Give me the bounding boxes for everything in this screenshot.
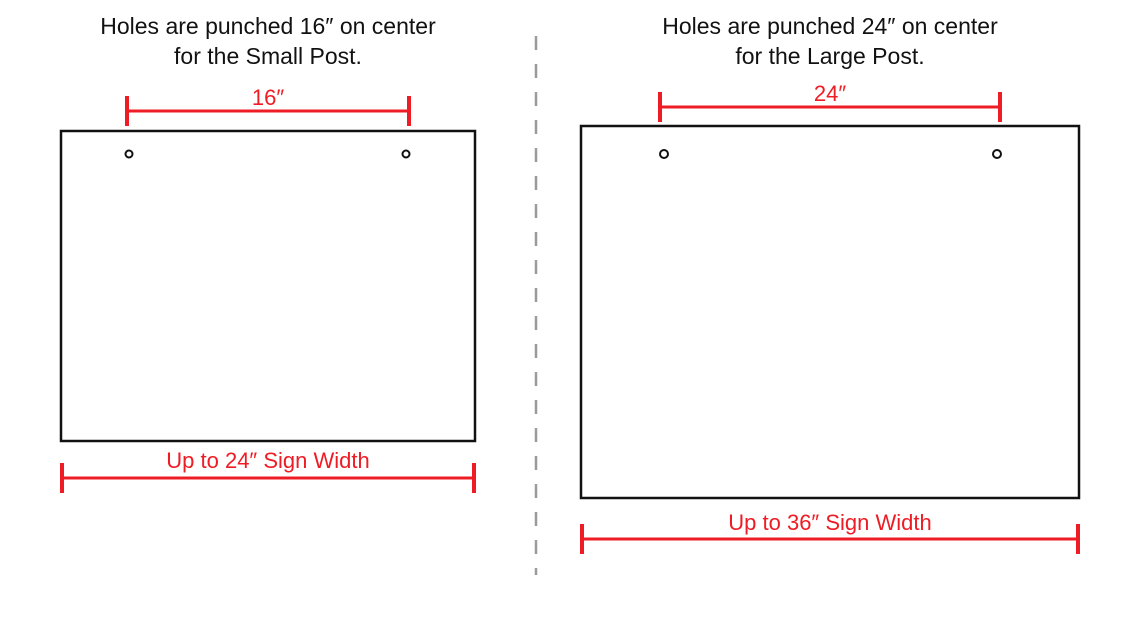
small-post-caption: Holes are punched 16″ on center for the … bbox=[58, 11, 478, 71]
small-hole-spacing-label: 16″ bbox=[252, 85, 284, 110]
small-post-caption-line1: Holes are punched 16″ on center bbox=[100, 13, 436, 39]
large-width-label: Up to 36″ Sign Width bbox=[728, 510, 931, 535]
small-hole-spacing-dimension: 16″ bbox=[125, 85, 411, 126]
large-sign-left-hole bbox=[659, 149, 669, 159]
large-width-dimension: Up to 36″ Sign Width bbox=[580, 510, 1080, 554]
large-post-caption-line2: for the Large Post. bbox=[735, 43, 925, 69]
small-post-caption-line2: for the Small Post. bbox=[174, 43, 362, 69]
large-post-caption: Holes are punched 24″ on center for the … bbox=[620, 11, 1040, 71]
small-sign-right-hole bbox=[401, 149, 411, 159]
large-post-caption-line1: Holes are punched 24″ on center bbox=[662, 13, 998, 39]
large-sign-panel bbox=[579, 124, 1081, 500]
small-sign-left-hole bbox=[124, 149, 134, 159]
large-hole-spacing-dimension: 24″ bbox=[658, 81, 1002, 122]
small-width-label: Up to 24″ Sign Width bbox=[166, 448, 369, 473]
small-sign-group: 16″ Up to 24″ Sign Width bbox=[59, 85, 477, 493]
small-sign-panel bbox=[59, 129, 477, 443]
large-sign-right-hole bbox=[992, 149, 1002, 159]
large-hole-spacing-label: 24″ bbox=[814, 81, 846, 106]
small-width-dimension: Up to 24″ Sign Width bbox=[60, 448, 476, 493]
large-sign-group: 24″ Up to 36″ Sign Width bbox=[579, 81, 1081, 554]
